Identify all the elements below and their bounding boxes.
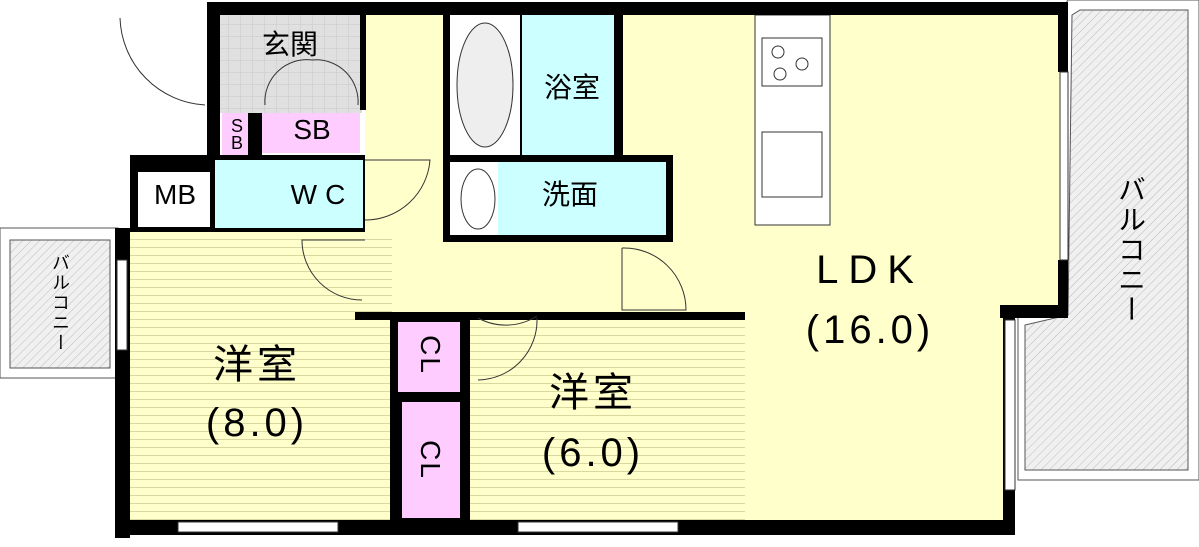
room-label-bath: 浴室: [543, 72, 601, 103]
room-label-genkan: 玄関: [261, 29, 319, 60]
sink-icon: [761, 131, 823, 198]
room-label-sb: SB: [293, 114, 331, 145]
washbasin-icon: [460, 168, 496, 230]
wc-floor: [215, 160, 363, 228]
balcony-label-left: バルコニー: [50, 253, 70, 353]
room-size-ldk: (16.0): [805, 308, 935, 352]
room-label-sb-small-s: S: [230, 116, 244, 136]
doors: [119, 17, 687, 381]
stove-icon: [761, 37, 823, 87]
windows: [116, 71, 1069, 533]
sb-floor: [262, 113, 360, 153]
room-label-wc: WC: [290, 179, 354, 210]
room-size-western-1: (8.0): [205, 401, 309, 445]
room-label-closet-2: CL: [415, 440, 446, 480]
balcony-label-right: バルコニー: [1115, 175, 1146, 325]
room-label-sb-small-b: B: [230, 133, 244, 153]
room-label-washroom: 洗面: [541, 179, 599, 210]
room-label-western-1: 洋室: [213, 343, 301, 387]
bath-floor: [522, 15, 614, 155]
balcony-right: [1003, 0, 1199, 481]
closet-1-floor: [398, 322, 460, 392]
room-label-closet-1: CL: [415, 335, 446, 375]
genkan-floor: [220, 15, 362, 113]
mb-floor: [138, 172, 210, 227]
room-label-ldk: LDK: [816, 248, 924, 292]
closet-2-floor: [402, 402, 460, 518]
room-label-western-2: 洋室: [549, 371, 637, 415]
sb-small-floor: [222, 113, 249, 155]
room-label-mb: MB: [154, 179, 196, 210]
bathtub-icon: [456, 22, 514, 148]
western-room-2-floor: [465, 318, 745, 522]
western-room-1-floor: [125, 232, 392, 522]
room-size-western-2: (6.0): [541, 431, 645, 475]
balcony-left: [0, 227, 119, 379]
